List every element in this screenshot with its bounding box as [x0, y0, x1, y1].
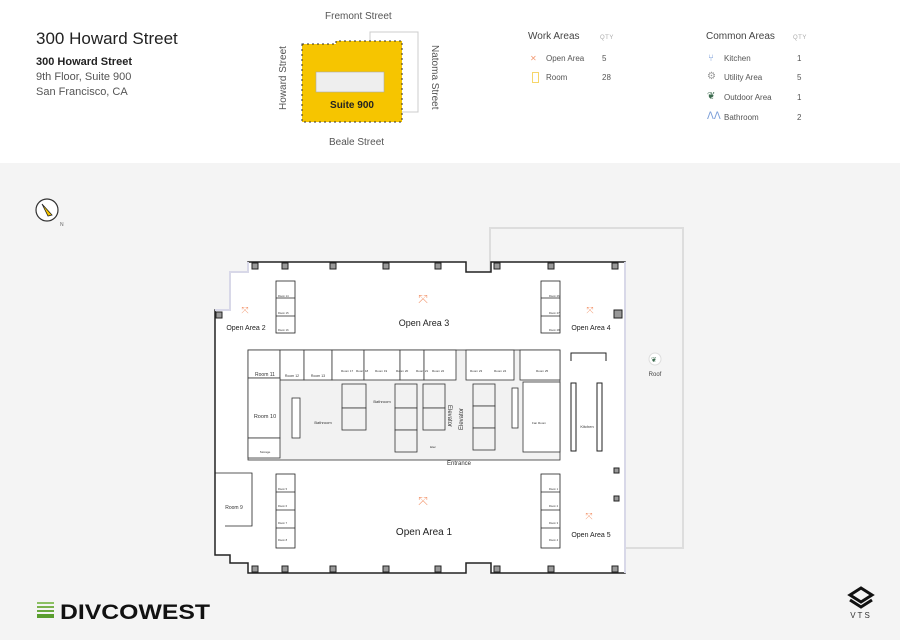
divcowest-logo: DIVCOWEST: [37, 601, 210, 624]
room-17: Room 17: [341, 369, 354, 373]
room-columns: [215, 280, 561, 549]
elec-label: Elec: [430, 445, 436, 449]
legend-open-area-qty: 5: [602, 54, 607, 63]
room-15: Room 15: [278, 311, 289, 315]
room-10: Room 10: [254, 414, 276, 420]
room-12: Room 12: [285, 374, 299, 378]
legend-utility: Utility Area: [724, 73, 763, 82]
fan-room-label: Fan Room: [532, 421, 547, 425]
expand-arrows-icon: ⤧: [418, 494, 428, 508]
address-name: 300 Howard Street: [36, 56, 132, 68]
leaf-icon: ❦: [707, 91, 716, 102]
expand-arrows-icon: ⤧: [241, 305, 248, 315]
leaf-icon: ❦: [651, 357, 657, 364]
expand-arrows-icon: ⤧: [418, 292, 428, 306]
room-11: Room 11: [255, 372, 275, 378]
open-area-4: Open Area 4: [571, 325, 610, 332]
expand-arrows-icon: ✕: [530, 54, 537, 63]
vts-wordmark: VTS: [850, 611, 872, 620]
room-6: Room 6: [278, 504, 288, 508]
legend-room: Room: [546, 73, 568, 82]
legend-bathroom-qty: 2: [797, 113, 802, 122]
city-line: San Francisco, CA: [36, 86, 128, 98]
header: [0, 0, 900, 163]
roof-label: Roof: [649, 372, 662, 378]
open-area-5: Open Area 5: [571, 532, 610, 539]
page-title: 300 Howard Street: [36, 29, 178, 48]
legend-outdoor-qty: 1: [797, 93, 802, 102]
room-23: Room 23: [470, 369, 483, 373]
work-areas-title: Work Areas: [528, 31, 580, 42]
door-rectangle-icon: [532, 72, 539, 83]
room-26: Room 26: [549, 294, 560, 298]
street-south: Beale Street: [329, 137, 385, 148]
key-plan: Suite 900: [301, 31, 419, 123]
utensils-icon: ⑂: [708, 53, 714, 64]
open-area-1: Open Area 1: [396, 527, 453, 538]
legend-kitchen-qty: 1: [797, 54, 802, 63]
room-22: Room 22: [432, 369, 445, 373]
common-qty-header: QTY: [793, 35, 807, 41]
room-19: Room 19: [375, 369, 388, 373]
divcowest-wordmark: DIVCOWEST: [60, 601, 210, 624]
bathroom-label-2: Bathroom: [373, 399, 391, 404]
building-core: [247, 349, 561, 461]
expand-arrows-icon: ⤧: [585, 511, 592, 521]
room-18: Room 18: [356, 369, 369, 373]
room-27: Room 27: [549, 311, 560, 315]
room-21: Room 21: [416, 369, 429, 373]
legend-outdoor: Outdoor Area: [724, 93, 772, 102]
room-13: Room 13: [311, 374, 325, 378]
open-area-3: Open Area 3: [399, 318, 450, 328]
room-1: Room 1: [549, 487, 559, 491]
legend-room-qty: 28: [602, 73, 611, 82]
open-area-2: Open Area 2: [226, 325, 265, 332]
bathroom-label: Bathroom: [314, 420, 332, 425]
street-north: Fremont Street: [325, 11, 392, 22]
legend-utility-qty: 5: [797, 73, 802, 82]
expand-arrows-icon: ⤧: [586, 305, 593, 315]
compass-icon: N: [35, 198, 64, 228]
room-20: Room 20: [396, 369, 409, 373]
legend-open-area: Open Area: [546, 54, 585, 63]
elevator-label: Elevator: [446, 405, 452, 427]
suite-label: Suite 900: [330, 100, 374, 111]
kitchen: [570, 352, 607, 452]
entrance-label: Entrance: [447, 461, 472, 467]
compass-north: N: [60, 222, 64, 228]
gear-icon: ⚙: [707, 71, 716, 82]
work-qty-header: QTY: [600, 35, 614, 41]
room-14: Room 14: [278, 294, 289, 298]
vts-logo: VTS: [847, 586, 875, 620]
room-25: Room 25: [536, 369, 549, 373]
room-2: Room 2: [549, 504, 559, 508]
elevator-label-2: Elevator: [459, 408, 465, 430]
kitchen-label: Kitchen: [580, 424, 593, 429]
room-28: Room 28: [549, 328, 560, 332]
legend-kitchen: Kitchen: [724, 54, 751, 63]
people-icon: ᐱᐱ: [707, 111, 721, 122]
room-3: Room 3: [549, 521, 559, 525]
room-4: Room 4: [549, 538, 559, 542]
suite-line: 9th Floor, Suite 900: [36, 71, 132, 83]
room-8: Room 8: [278, 538, 288, 542]
room-9: Room 9: [225, 505, 243, 511]
room-5: Room 5: [278, 487, 288, 491]
common-areas-title: Common Areas: [706, 31, 775, 42]
room-24: Room 24: [494, 369, 507, 373]
legend-bathroom: Bathroom: [724, 113, 759, 122]
storage-label: Storage: [260, 450, 271, 454]
room-7: Room 7: [278, 521, 288, 525]
room-16: Room 16: [278, 328, 289, 332]
